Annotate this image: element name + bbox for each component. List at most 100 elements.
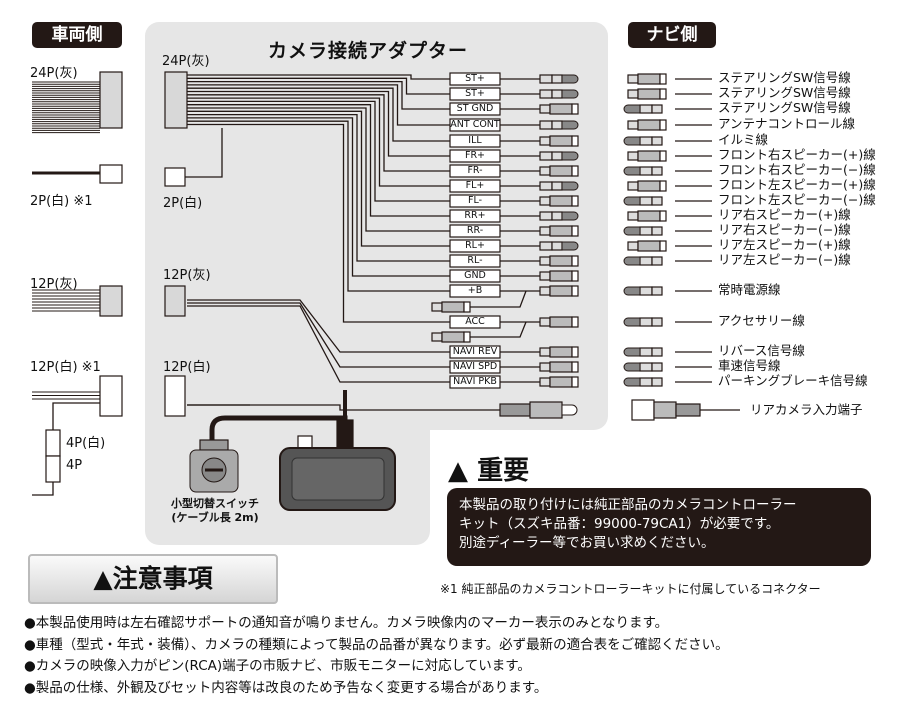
navi-wire-label: イルミ線 bbox=[718, 132, 769, 147]
adapter-wire-terminal bbox=[539, 89, 553, 99]
wire bbox=[187, 97, 450, 187]
important-line: 本製品の取り付けには純正部品のカメラコントローラー bbox=[459, 497, 797, 513]
navi-wire-label: フロント右スピーカー(−)線 bbox=[718, 162, 876, 177]
navi-wire-terminal bbox=[639, 196, 653, 206]
rca-jack-body bbox=[653, 401, 677, 419]
caution-banner: ▲注意事項 bbox=[28, 554, 278, 604]
adapter-2p-label: 2P(白) bbox=[163, 196, 203, 211]
adapter-wire-terminal-tip bbox=[561, 89, 579, 99]
vehicle-4p-white-connector bbox=[45, 429, 61, 457]
navi-wire-terminal bbox=[651, 377, 663, 387]
navi-wire-terminal-tip bbox=[623, 226, 641, 236]
navi-wire-label: フロント左スピーカー(+)線 bbox=[718, 177, 876, 192]
wire-code-label: ILL bbox=[468, 135, 482, 146]
wire-code-label: RR- bbox=[466, 225, 484, 236]
navi-wire-terminal-tip bbox=[623, 256, 641, 266]
navi-wire-terminal bbox=[639, 362, 653, 372]
navi-wire-terminal bbox=[639, 166, 653, 176]
adapter-wire-terminal bbox=[549, 103, 573, 115]
branch-terminal bbox=[431, 332, 443, 342]
vehicle-24p-connector bbox=[99, 71, 123, 129]
navi-wire-terminal bbox=[659, 150, 667, 162]
navi-wire-terminal bbox=[627, 181, 639, 191]
navi-wire-terminal-tip bbox=[623, 196, 641, 206]
navi-wire-terminal bbox=[651, 196, 663, 206]
navi-wire-terminal bbox=[627, 120, 639, 130]
branch-wire bbox=[470, 290, 527, 308]
navi-side-tag: ナビ側 bbox=[628, 22, 716, 48]
adapter-wire-terminal bbox=[539, 166, 551, 176]
switch-caption-line1: 小型切替スイッチ bbox=[171, 497, 259, 510]
wire bbox=[187, 123, 450, 323]
rca-wire bbox=[187, 404, 500, 411]
adapter-wire-terminal bbox=[539, 136, 551, 146]
navi-wire-terminal bbox=[627, 151, 639, 161]
adapter-wire-terminal bbox=[539, 196, 551, 206]
warning-icon: ▲ bbox=[448, 456, 468, 486]
adapter-wire-terminal bbox=[571, 103, 579, 115]
wire-code-label: ST+ bbox=[465, 73, 485, 84]
adapter-wire-terminal bbox=[571, 285, 579, 297]
footnote: ※1 純正部品のカメラコントローラーキットに付属しているコネクター bbox=[440, 582, 821, 596]
adapter-wire-terminal bbox=[549, 135, 573, 147]
adapter-panel bbox=[145, 22, 608, 430]
adapter-wire-terminal bbox=[549, 255, 573, 267]
navi-wire-terminal bbox=[639, 136, 653, 146]
wire bbox=[187, 74, 450, 80]
navi-wire-label: アクセサリー線 bbox=[718, 313, 805, 328]
adapter-wire-terminal-tip bbox=[561, 74, 579, 84]
caution-item: ●カメラの映像入力がピン(RCA)端子の市販ナビ、市販モニターに対応しています。 bbox=[24, 658, 531, 674]
navi-wire-terminal bbox=[659, 180, 667, 192]
navi-wire-terminal bbox=[651, 362, 663, 372]
navi-wire-label: ステアリングSW信号線 bbox=[718, 100, 851, 115]
warning-icon: ▲ bbox=[93, 564, 113, 593]
wire-code-label: GND bbox=[464, 270, 486, 281]
wire bbox=[187, 299, 450, 353]
rca-plug bbox=[529, 401, 563, 419]
adapter-12p-gray-connector bbox=[164, 285, 186, 317]
navi-wire-terminal bbox=[659, 119, 667, 131]
caution-item: ●車種（型式・年式・装備）、カメラの種類によって製品の品番が異なります。必ず最新… bbox=[24, 636, 729, 653]
navi-wire-label: フロント右スピーカー(+)線 bbox=[718, 147, 876, 162]
navi-wire-terminal bbox=[627, 74, 639, 84]
vehicle-4p-wire bbox=[32, 482, 54, 496]
wire-code-label: FR- bbox=[467, 165, 483, 176]
navi-wire-terminal bbox=[639, 286, 653, 296]
vehicle-side-tag: 車両側 bbox=[32, 22, 122, 48]
branch-terminal bbox=[431, 302, 443, 312]
caution-item: ●本製品使用時は左右確認サポートの通知音が鳴りません。カメラ映像内のマーカー表示… bbox=[24, 615, 669, 631]
rca-jack-grip bbox=[675, 403, 701, 417]
camera-controller-panel bbox=[291, 457, 385, 501]
wire bbox=[187, 87, 450, 142]
wire-code-label: NAVI REV bbox=[452, 346, 498, 357]
navi-wire-terminal bbox=[637, 88, 661, 100]
wire bbox=[187, 302, 450, 368]
adapter-wire-terminal bbox=[571, 361, 579, 373]
navi-wire-terminal-tip bbox=[623, 136, 641, 146]
rear-camera-label: リアカメラ入力端子 bbox=[750, 402, 863, 417]
branch-terminal bbox=[441, 331, 465, 343]
adapter-wire-terminal bbox=[539, 211, 553, 221]
branch-terminal bbox=[463, 301, 471, 313]
adapter-12p-white-label: 12P(白) bbox=[163, 360, 211, 375]
adapter-wire-terminal bbox=[551, 89, 563, 99]
wiring-diagram bbox=[32, 71, 740, 511]
adapter-wire-terminal bbox=[539, 74, 553, 84]
navi-wire-label: 常時電源線 bbox=[718, 282, 781, 297]
adapter-wire-terminal bbox=[539, 104, 551, 114]
wire bbox=[187, 104, 450, 217]
wire-code-label: FL+ bbox=[465, 180, 485, 191]
adapter-2p-wire bbox=[185, 128, 223, 178]
navi-wire-terminal bbox=[651, 136, 663, 146]
navi-wire-terminal bbox=[639, 226, 653, 236]
adapter-wire-terminal bbox=[571, 255, 579, 267]
navi-wire-terminal bbox=[659, 88, 667, 100]
wire bbox=[187, 305, 450, 383]
adapter-12p-white-connector bbox=[164, 375, 186, 417]
vehicle-2p-connector bbox=[99, 164, 123, 184]
navi-wire-terminal bbox=[627, 241, 639, 251]
navi-wire-terminal bbox=[639, 377, 653, 387]
navi-wire-label: ステアリングSW信号線 bbox=[718, 70, 851, 85]
navi-wire-terminal bbox=[627, 211, 639, 221]
navi-wire-terminal bbox=[659, 210, 667, 222]
